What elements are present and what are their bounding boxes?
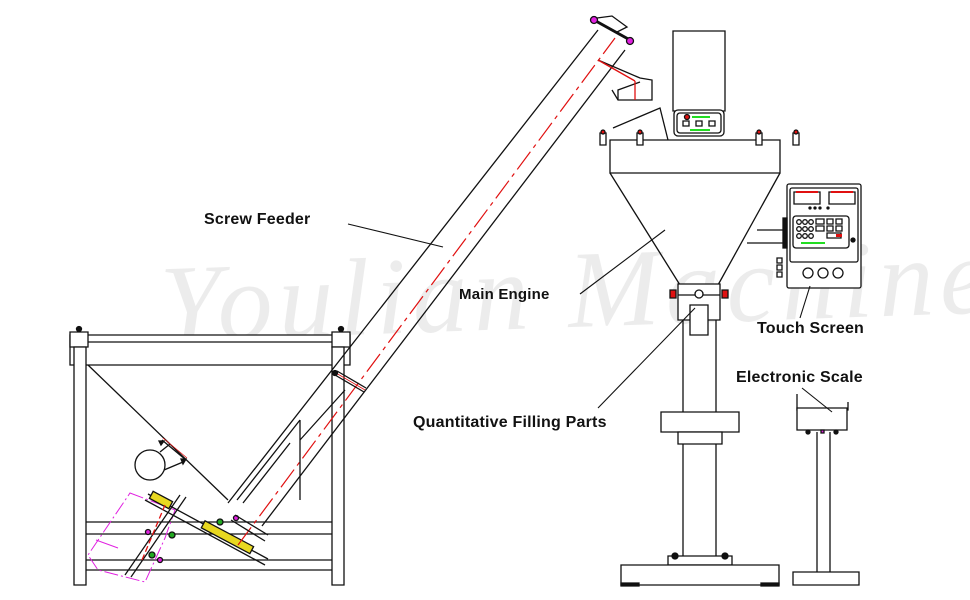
motor-brackets [125, 491, 268, 577]
leader-screw-feeder [348, 224, 443, 247]
screw-feeder-tube [228, 16, 652, 545]
leader-lines [348, 224, 832, 412]
electronic-scale [793, 394, 859, 585]
leader-touch-screen [800, 286, 810, 318]
main-engine [600, 31, 799, 586]
leader-main-engine [580, 230, 665, 294]
leader-quantitative-filling [598, 308, 695, 408]
touch-screen-panel [777, 184, 861, 288]
label-electronic-scale: Electronic Scale [736, 369, 863, 386]
label-touch-screen: Touch Screen [757, 320, 865, 337]
label-screw-feeder: Screw Feeder [204, 211, 311, 228]
storage-hopper [70, 327, 350, 586]
label-quantitative-filling-parts: Quantitative Filling Parts [413, 414, 607, 431]
label-main-engine: Main Engine [459, 286, 550, 303]
feeder-motor [88, 493, 175, 582]
leader-electronic-scale [802, 388, 832, 412]
